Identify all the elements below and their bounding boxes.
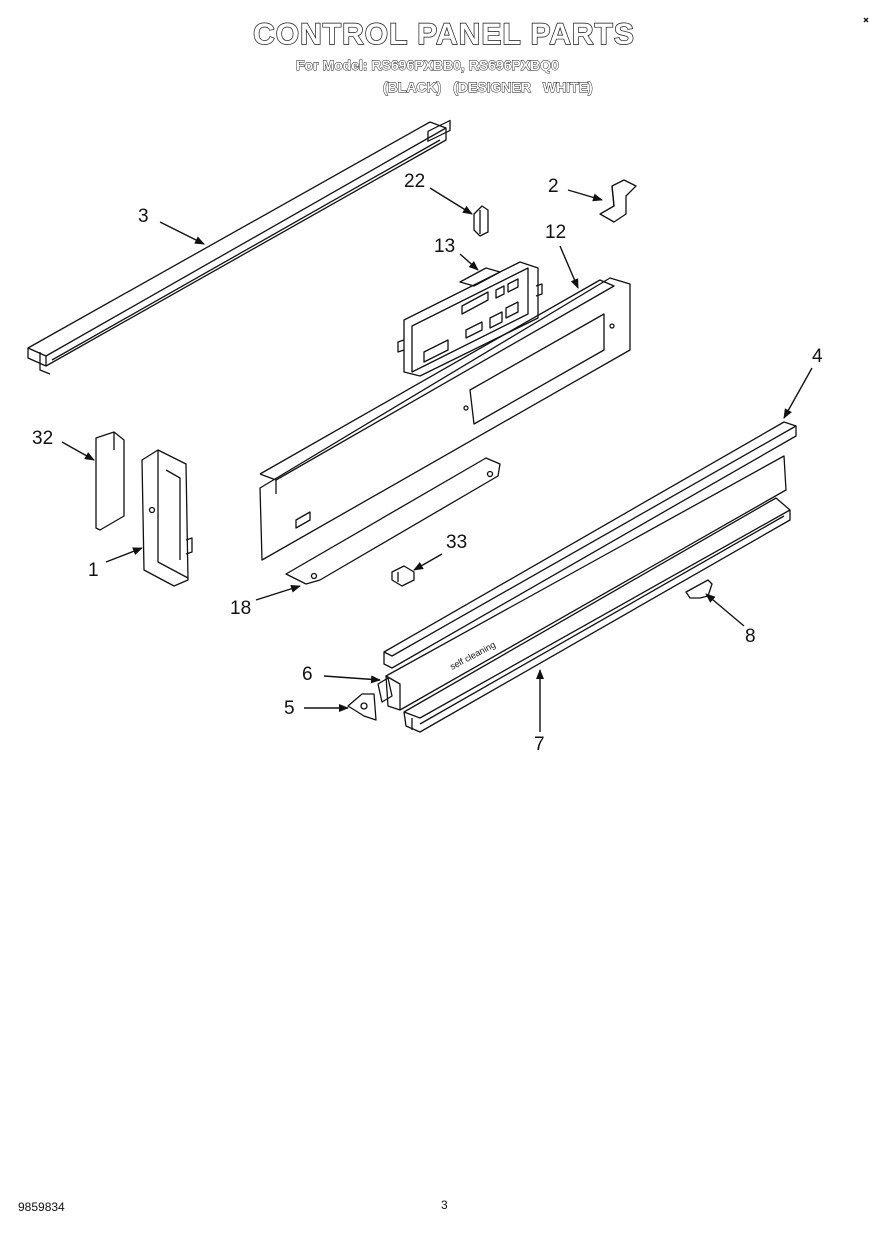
part-4-front-trim xyxy=(383,421,797,669)
callout-6: 6 xyxy=(302,664,313,685)
leader-12 xyxy=(559,245,579,289)
leader-33 xyxy=(413,553,443,571)
callout-12: 12 xyxy=(545,222,567,243)
part-2-bracket xyxy=(599,179,637,223)
page-number: 3 xyxy=(441,1198,448,1212)
leader-18 xyxy=(255,584,301,601)
callout-4: 4 xyxy=(812,346,823,367)
leader-13 xyxy=(459,253,479,271)
part-22-clip xyxy=(473,205,489,237)
leader-3 xyxy=(159,221,205,245)
corner-mark xyxy=(863,17,869,23)
part-1-end-cap xyxy=(141,449,193,587)
part-7-lower-extrusion xyxy=(403,497,791,733)
leader-32 xyxy=(61,441,95,461)
callout-22: 22 xyxy=(404,171,426,192)
callout-5: 5 xyxy=(284,698,295,719)
leader-1 xyxy=(105,547,143,563)
part-3-top-rail xyxy=(27,121,447,375)
leader-22 xyxy=(429,187,473,215)
part-12-control-panel xyxy=(259,277,631,561)
color-line: (BLACK) (DESIGNER WHITE) xyxy=(383,79,594,96)
part-32-insulation xyxy=(95,431,125,531)
callout-32: 32 xyxy=(32,428,54,449)
leader-6 xyxy=(323,675,381,684)
model-line: For Model: RS696PXBB0, RS696PXBQ0 xyxy=(296,57,560,74)
callout-3: 3 xyxy=(138,206,149,227)
callout-2: 2 xyxy=(548,176,559,197)
callout-1: 1 xyxy=(88,560,99,581)
callout-33: 33 xyxy=(446,532,468,553)
callout-8: 8 xyxy=(745,626,756,647)
callout-13: 13 xyxy=(434,236,456,257)
callout-7: 7 xyxy=(534,734,545,755)
part-5-end-bracket xyxy=(347,677,393,721)
leader-2 xyxy=(567,189,603,202)
document-number: 9859834 xyxy=(18,1200,65,1214)
part-18-shield xyxy=(285,457,501,585)
part-33-switch xyxy=(391,565,415,587)
page-title: CONTROL PANEL PARTS xyxy=(252,17,635,51)
part-13-control-board xyxy=(397,119,543,377)
callout-18: 18 xyxy=(230,598,252,619)
leader-8 xyxy=(705,593,745,627)
part-6-nameplate: self cleaning xyxy=(385,455,787,711)
leader-4 xyxy=(783,367,813,419)
